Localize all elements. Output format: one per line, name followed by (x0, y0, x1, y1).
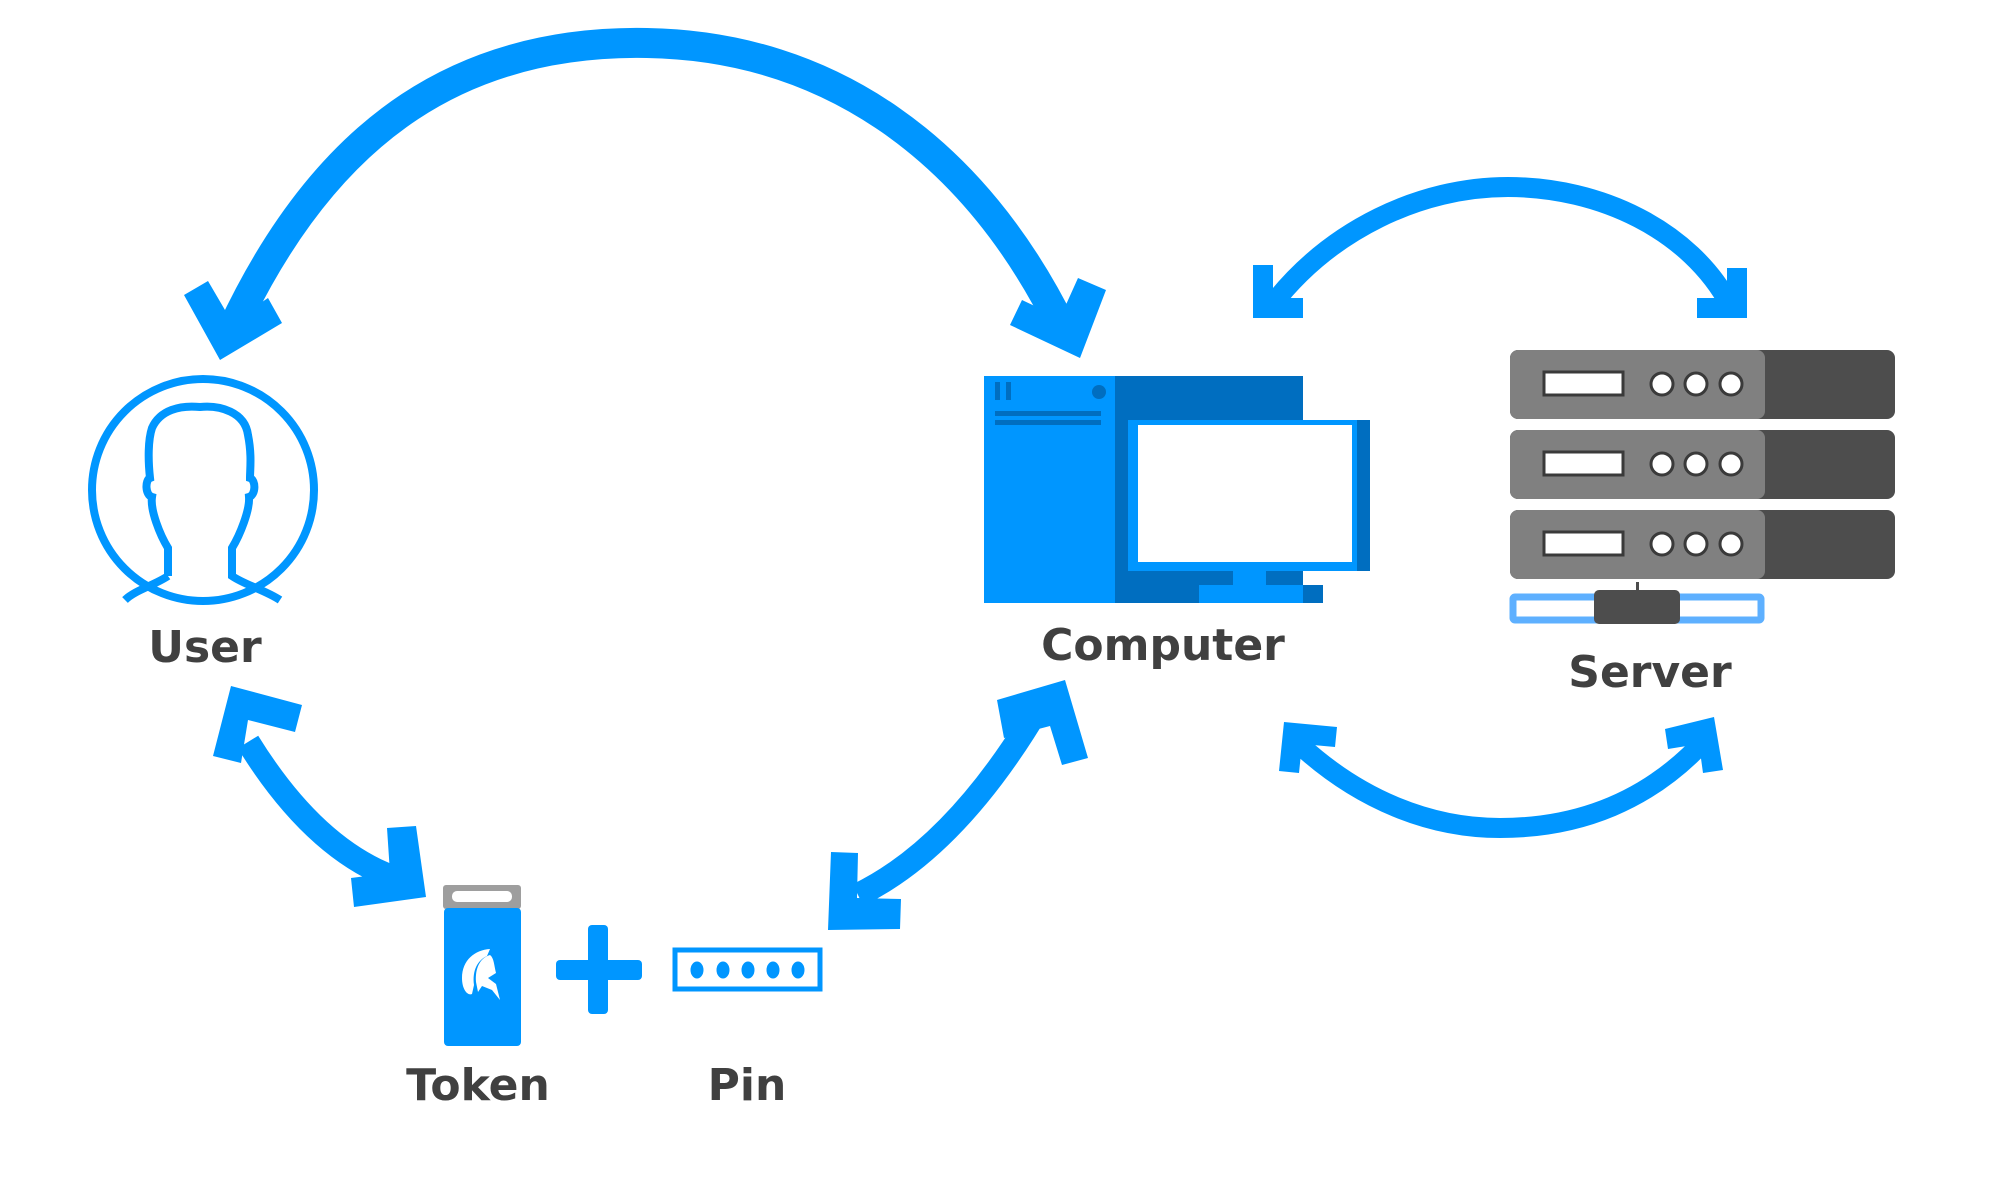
arc-computer-server-upper (1264, 176, 1739, 312)
pin-dot (791, 961, 805, 979)
network-connector (1509, 582, 1765, 624)
arrowhead-to-computer-lower (1279, 722, 1337, 773)
pin-dot (766, 961, 780, 979)
arc-user-computer (218, 27, 1077, 337)
arrowhead-to-computer (997, 680, 1088, 765)
helmet-logo-icon (462, 949, 500, 1000)
server-label: Server (1568, 647, 1732, 698)
token-label: Token (406, 1060, 550, 1111)
drive-bay-1 (995, 411, 1101, 416)
edge-pin-computer (828, 680, 1088, 930)
arc-computer-server-lower (1293, 733, 1713, 839)
monitor-base (1199, 585, 1303, 603)
drive-bay-2 (995, 420, 1101, 425)
node-token: Token (406, 885, 550, 1111)
plus-icon (556, 925, 642, 1014)
tower-slot-1 (995, 382, 1000, 400)
tower-front (984, 376, 1115, 603)
tower-slot-2 (1006, 382, 1011, 400)
usb-token-icon (443, 885, 521, 1046)
token-cap-slot (452, 891, 512, 902)
arrowhead-to-computer-upper (1253, 265, 1303, 318)
monitor-screen (1138, 425, 1352, 562)
pin-dot (690, 961, 704, 979)
arrowhead-to-server-upper (1697, 268, 1747, 318)
computer-icon (984, 376, 1370, 603)
arrowhead-to-token (351, 826, 426, 907)
edge-user-computer (184, 27, 1106, 360)
server-unit-2 (1510, 430, 1895, 499)
edge-computer-server-lower (1279, 717, 1723, 839)
pin-dot (741, 961, 755, 979)
arrowhead-to-user (213, 686, 302, 763)
node-computer: Computer (984, 376, 1370, 671)
arrowhead-to-user (184, 281, 282, 360)
monitor-base-shadow (1303, 585, 1323, 603)
arrowhead-to-computer (1010, 278, 1106, 358)
computer-label: Computer (1041, 620, 1285, 671)
user-label: User (148, 622, 262, 673)
edge-user-token (213, 686, 426, 907)
arc-pin-computer (852, 698, 1051, 906)
server-unit-3 (1510, 510, 1895, 579)
node-user: User (88, 375, 318, 673)
server-icon (1509, 350, 1895, 624)
server-unit-1 (1510, 350, 1895, 419)
arrowhead-to-pin (828, 852, 901, 930)
monitor-neck (1233, 571, 1266, 586)
node-server: Server (1509, 350, 1895, 698)
monitor-side (1357, 420, 1370, 571)
edge-computer-server-upper (1253, 176, 1747, 318)
pin-label: Pin (708, 1060, 787, 1111)
arrowhead-to-server-lower (1665, 717, 1723, 773)
arc-user-token (237, 735, 404, 892)
user-icon (88, 375, 318, 605)
pin-field-icon (672, 947, 823, 992)
power-button-icon (1092, 385, 1106, 399)
pin-dot (716, 961, 730, 979)
node-pin: Pin (672, 947, 823, 1111)
